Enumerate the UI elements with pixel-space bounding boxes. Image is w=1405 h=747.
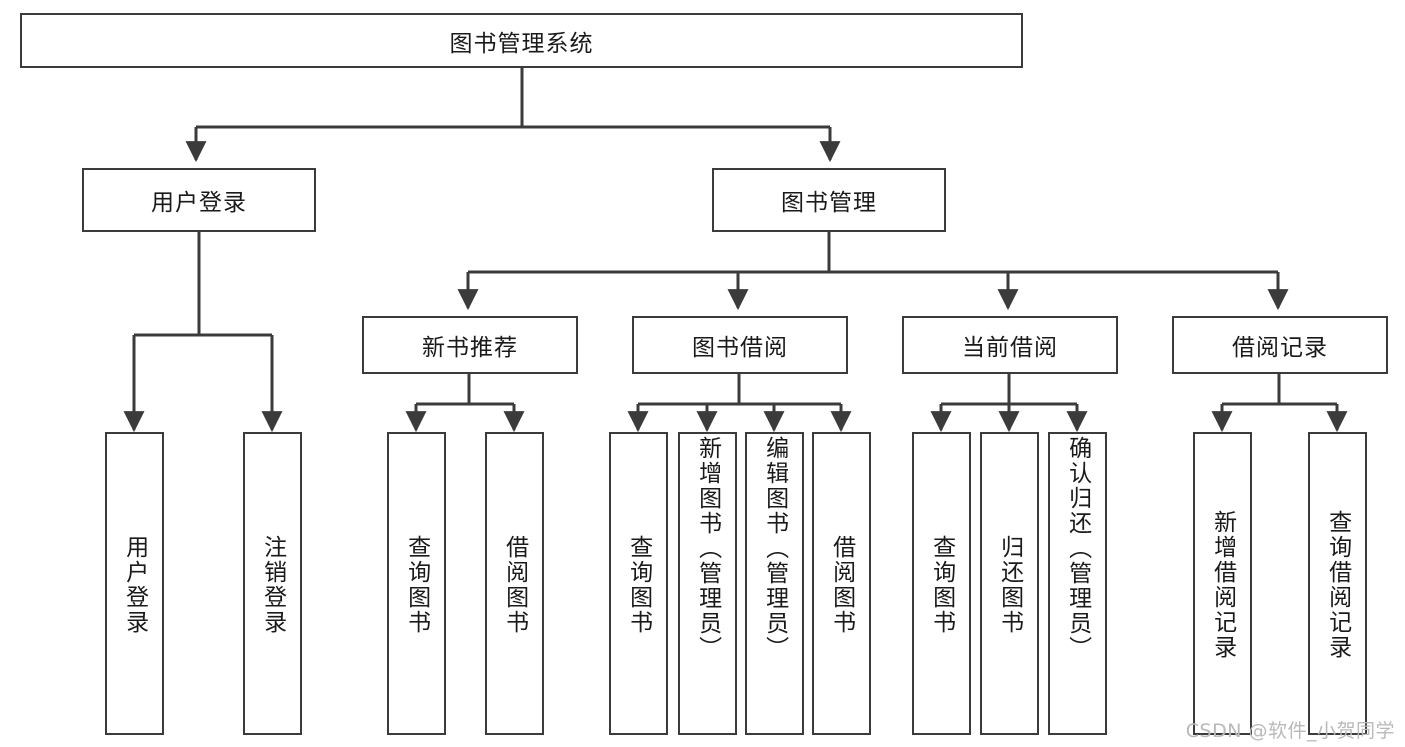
node-leaf-logout[interactable]: 注销登录 bbox=[243, 432, 302, 735]
node-leaf-user-login-label: 用户登录 bbox=[121, 534, 148, 635]
watermark: CSDN @软件_小贺同学 bbox=[1185, 720, 1395, 742]
node-leaf-query-book-2-label: 查询图书 bbox=[625, 534, 652, 635]
node-leaf-return-book-label: 归还图书 bbox=[996, 534, 1023, 635]
node-new-book-recommend[interactable]: 新书推荐 bbox=[362, 316, 578, 374]
node-user-login-label: 用户登录 bbox=[151, 190, 247, 216]
node-leaf-logout-label: 注销登录 bbox=[259, 534, 286, 635]
node-leaf-add-book-label: 新增图书（管理员） bbox=[694, 436, 721, 661]
node-leaf-user-login[interactable]: 用户登录 bbox=[105, 432, 164, 735]
node-user-login[interactable]: 用户登录 bbox=[82, 168, 316, 232]
node-leaf-borrow-book-1[interactable]: 借阅图书 bbox=[485, 432, 544, 735]
node-leaf-query-book-3[interactable]: 查询图书 bbox=[912, 432, 971, 735]
node-book-manage-label: 图书管理 bbox=[781, 190, 877, 216]
node-leaf-add-record[interactable]: 新增借阅记录 bbox=[1193, 432, 1252, 735]
node-leaf-add-book[interactable]: 新增图书（管理员） bbox=[678, 432, 737, 735]
node-leaf-query-record-label: 查询借阅记录 bbox=[1324, 509, 1351, 660]
node-leaf-edit-book-label: 编辑图书（管理员） bbox=[761, 436, 788, 661]
node-book-manage[interactable]: 图书管理 bbox=[712, 168, 946, 232]
node-borrow-record[interactable]: 借阅记录 bbox=[1172, 316, 1388, 374]
node-book-borrow[interactable]: 图书借阅 bbox=[632, 316, 848, 374]
node-current-borrow[interactable]: 当前借阅 bbox=[902, 316, 1118, 374]
node-leaf-return-book[interactable]: 归还图书 bbox=[980, 432, 1039, 735]
node-root[interactable]: 图书管理系统 bbox=[20, 13, 1023, 68]
node-leaf-borrow-book-1-label: 借阅图书 bbox=[501, 534, 528, 635]
node-leaf-add-record-label: 新增借阅记录 bbox=[1209, 509, 1236, 660]
node-leaf-query-book-1[interactable]: 查询图书 bbox=[387, 432, 446, 735]
node-leaf-confirm-return-label: 确认归还（管理员） bbox=[1064, 436, 1091, 661]
node-leaf-edit-book[interactable]: 编辑图书（管理员） bbox=[745, 432, 804, 735]
node-leaf-query-book-2[interactable]: 查询图书 bbox=[609, 432, 668, 735]
node-book-borrow-label: 图书借阅 bbox=[692, 335, 788, 361]
node-current-borrow-label: 当前借阅 bbox=[962, 335, 1058, 361]
node-leaf-query-record[interactable]: 查询借阅记录 bbox=[1308, 432, 1367, 735]
node-leaf-borrow-book-2-label: 借阅图书 bbox=[828, 534, 855, 635]
node-borrow-record-label: 借阅记录 bbox=[1232, 335, 1328, 361]
node-new-book-recommend-label: 新书推荐 bbox=[422, 335, 518, 361]
node-leaf-query-book-1-label: 查询图书 bbox=[403, 534, 430, 635]
node-leaf-borrow-book-2[interactable]: 借阅图书 bbox=[812, 432, 871, 735]
node-root-label: 图书管理系统 bbox=[449, 30, 594, 57]
node-leaf-confirm-return[interactable]: 确认归还（管理员） bbox=[1048, 432, 1107, 735]
node-leaf-query-book-3-label: 查询图书 bbox=[928, 534, 955, 635]
